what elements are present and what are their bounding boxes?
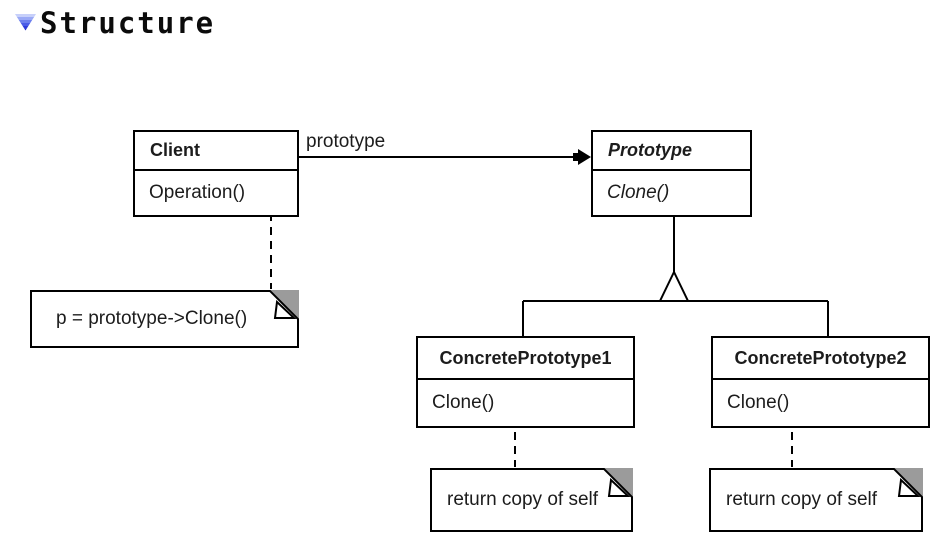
stripe — [15, 20, 36, 23]
class-method: Clone() — [727, 392, 790, 413]
class-name: Client — [135, 132, 297, 171]
note-fold-icon — [893, 468, 923, 498]
class-method: Clone() — [607, 182, 670, 203]
class-box-concrete-prototype-1: ConcretePrototype1 Clone() — [416, 336, 635, 428]
class-method: Clone() — [432, 392, 495, 413]
class-name: ConcretePrototype1 — [418, 338, 633, 380]
stripe — [15, 26, 36, 29]
note-text: p = prototype->Clone() — [56, 308, 248, 329]
note-concrete-prototype-1: return copy of self — [430, 468, 633, 532]
note-text: return copy of self — [447, 489, 599, 510]
class-box-concrete-prototype-2: ConcretePrototype2 Clone() — [711, 336, 930, 428]
class-name: Prototype — [593, 132, 750, 171]
note-concrete-prototype-2: return copy of self — [709, 468, 923, 532]
note-fold-icon — [269, 290, 299, 320]
stripe — [15, 14, 36, 17]
class-box-prototype: Prototype Clone() — [591, 130, 752, 217]
page-title: Structure — [40, 6, 216, 40]
note-client: p = prototype->Clone() — [30, 290, 299, 348]
disclosure-triangle-icon[interactable] — [15, 14, 36, 31]
stripe — [15, 17, 36, 20]
note-text: return copy of self — [726, 489, 878, 510]
association-label: prototype — [306, 131, 386, 152]
note-fold-icon — [603, 468, 633, 498]
generalization-triangle-icon — [658, 269, 690, 302]
class-box-client: Client Operation() — [133, 130, 299, 217]
class-method: Operation() — [149, 182, 246, 203]
stripe — [15, 23, 36, 26]
stripe — [15, 29, 36, 31]
class-name: ConcretePrototype2 — [713, 338, 928, 380]
arrowhead-icon — [573, 149, 591, 165]
